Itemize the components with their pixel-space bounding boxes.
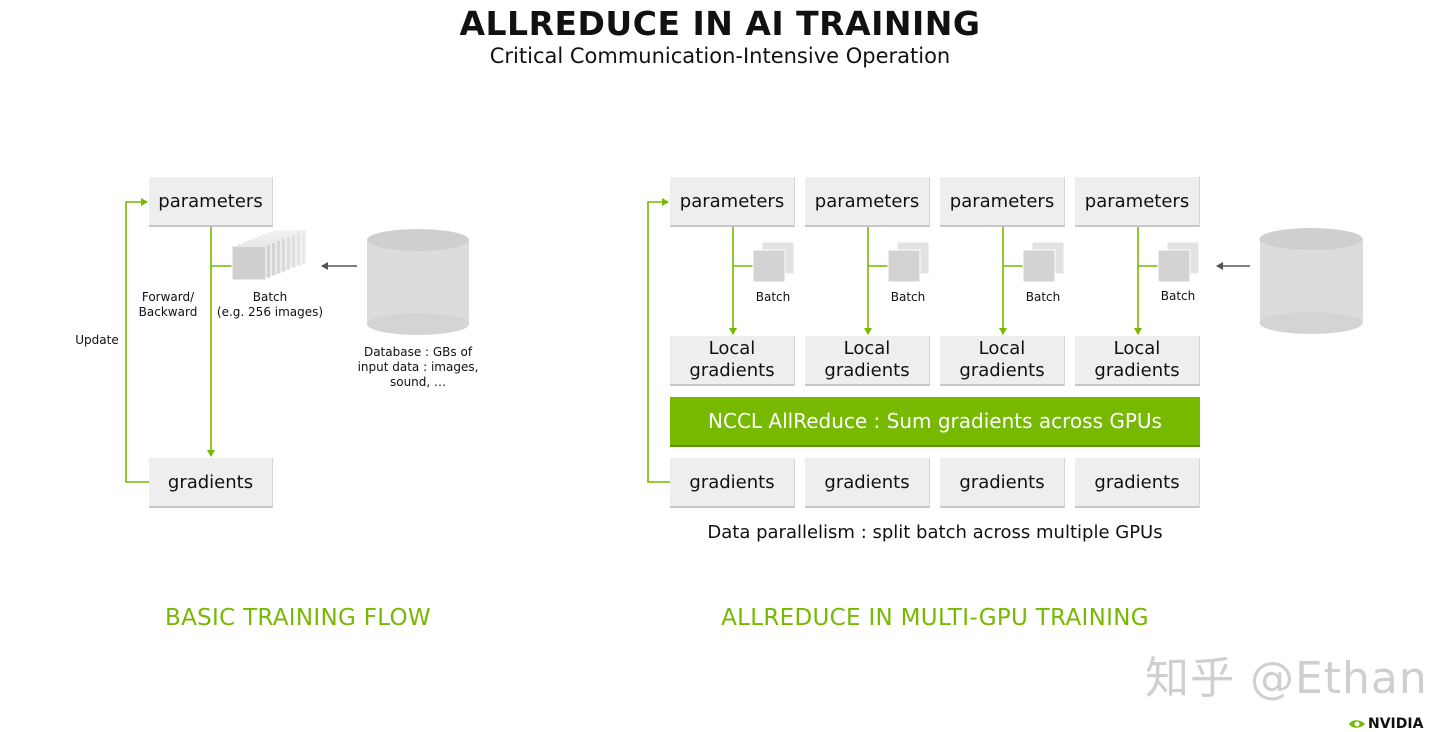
gpu-2-batch-label: Batch <box>890 290 926 304</box>
gpu-4-gradients-label: gradients <box>1094 471 1180 493</box>
basic-section-label: BASIC TRAINING FLOW <box>165 605 431 631</box>
batch-line2: (e.g. 256 images) <box>216 305 324 319</box>
basic-flow-connectors <box>125 198 357 483</box>
batch-image-stack-icon <box>231 229 307 281</box>
gpu-4-batch-label: Batch <box>1160 289 1196 303</box>
batch-label: Batch (e.g. 256 images) <box>214 290 326 320</box>
nvidia-eye-icon <box>1349 720 1365 728</box>
nvidia-logo: NVIDIA <box>1348 716 1423 732</box>
basic-parameters-box: parameters <box>149 177 273 227</box>
gpu-batch-stack-icon-4 <box>1157 241 1200 283</box>
gpu-batch-stack-icon-1 <box>752 241 795 283</box>
update-label: Update <box>75 333 119 347</box>
gpu-2-parameters-box: parameters <box>805 177 930 227</box>
gpu-3-local-line1: Local <box>978 338 1026 359</box>
gpu-2-gradients-label: gradients <box>824 471 910 493</box>
gpu-batch-stack-icon-2 <box>887 241 930 283</box>
gpu-4-local-line1: Local <box>1113 338 1161 359</box>
gpu-3-gradients-box: gradients <box>940 458 1065 508</box>
gpu-1-parameters-label: parameters <box>679 190 785 212</box>
multi-section-label: ALLREDUCE IN MULTI-GPU TRAINING <box>721 605 1149 631</box>
data-parallelism-caption: Data parallelism : split batch across mu… <box>707 522 1163 543</box>
gpu-1-local-line2: gradients <box>689 360 775 381</box>
page-subtitle: Critical Communication-Intensive Operati… <box>489 44 951 68</box>
gpu-1-gradients-box: gradients <box>670 458 795 508</box>
database-line2: input data : images, <box>357 360 479 374</box>
gpu-2-parameters-label: parameters <box>814 190 920 212</box>
gpu-3-gradients-label: gradients <box>959 471 1045 493</box>
gpu-2-local-line2: gradients <box>824 360 910 381</box>
gpu-2-local-line1: Local <box>843 338 891 359</box>
gpu-2-gradients-box: gradients <box>805 458 930 508</box>
gpu-4-local-line2: gradients <box>1094 360 1180 381</box>
watermark-text: 知乎 @Ethan <box>1145 653 1428 704</box>
forward-backward-label: Forward/ Backward <box>133 290 203 320</box>
basic-gradients-label: gradients <box>167 471 254 493</box>
gpu-1-local-line1: Local <box>708 338 756 359</box>
gpu-4-parameters-label: parameters <box>1084 190 1190 212</box>
page-title: ALLREDUCE IN AI TRAINING <box>459 4 981 43</box>
basic-parameters-label: parameters <box>158 190 263 212</box>
database-line3: sound, … <box>389 375 447 389</box>
gpu-3-batch-label: Batch <box>1025 290 1061 304</box>
gpu-batch-stack-icon-3 <box>1022 241 1065 283</box>
nvidia-logo-text: NVIDIA <box>1368 716 1424 732</box>
multi-database-cylinder-icon <box>1259 228 1363 334</box>
multi-gpu-connectors <box>647 198 1250 483</box>
database-line1: Database : GBs of <box>363 345 473 359</box>
database-label: Database : GBs of input data : images, s… <box>352 345 484 390</box>
gpu-3-local-line2: gradients <box>959 360 1045 381</box>
gpu-1-batch-label: Batch <box>755 290 791 304</box>
forward-backward-line2: Backward <box>138 305 198 319</box>
gpu-1-parameters-box: parameters <box>670 177 795 227</box>
nccl-allreduce-label: NCCL AllReduce : Sum gradients across GP… <box>708 409 1162 433</box>
basic-gradients-box: gradients <box>149 458 273 508</box>
forward-backward-line1: Forward/ <box>141 290 195 304</box>
gpu-4-gradients-box: gradients <box>1075 458 1200 508</box>
database-cylinder-icon <box>367 229 469 335</box>
batch-line1: Batch <box>252 290 288 304</box>
nccl-allreduce-bar: NCCL AllReduce : Sum gradients across GP… <box>670 397 1200 447</box>
gpu-3-parameters-box: parameters <box>940 177 1065 227</box>
gpu-1-gradients-label: gradients <box>689 471 775 493</box>
gpu-4-parameters-box: parameters <box>1075 177 1200 227</box>
gpu-3-parameters-label: parameters <box>949 190 1055 212</box>
